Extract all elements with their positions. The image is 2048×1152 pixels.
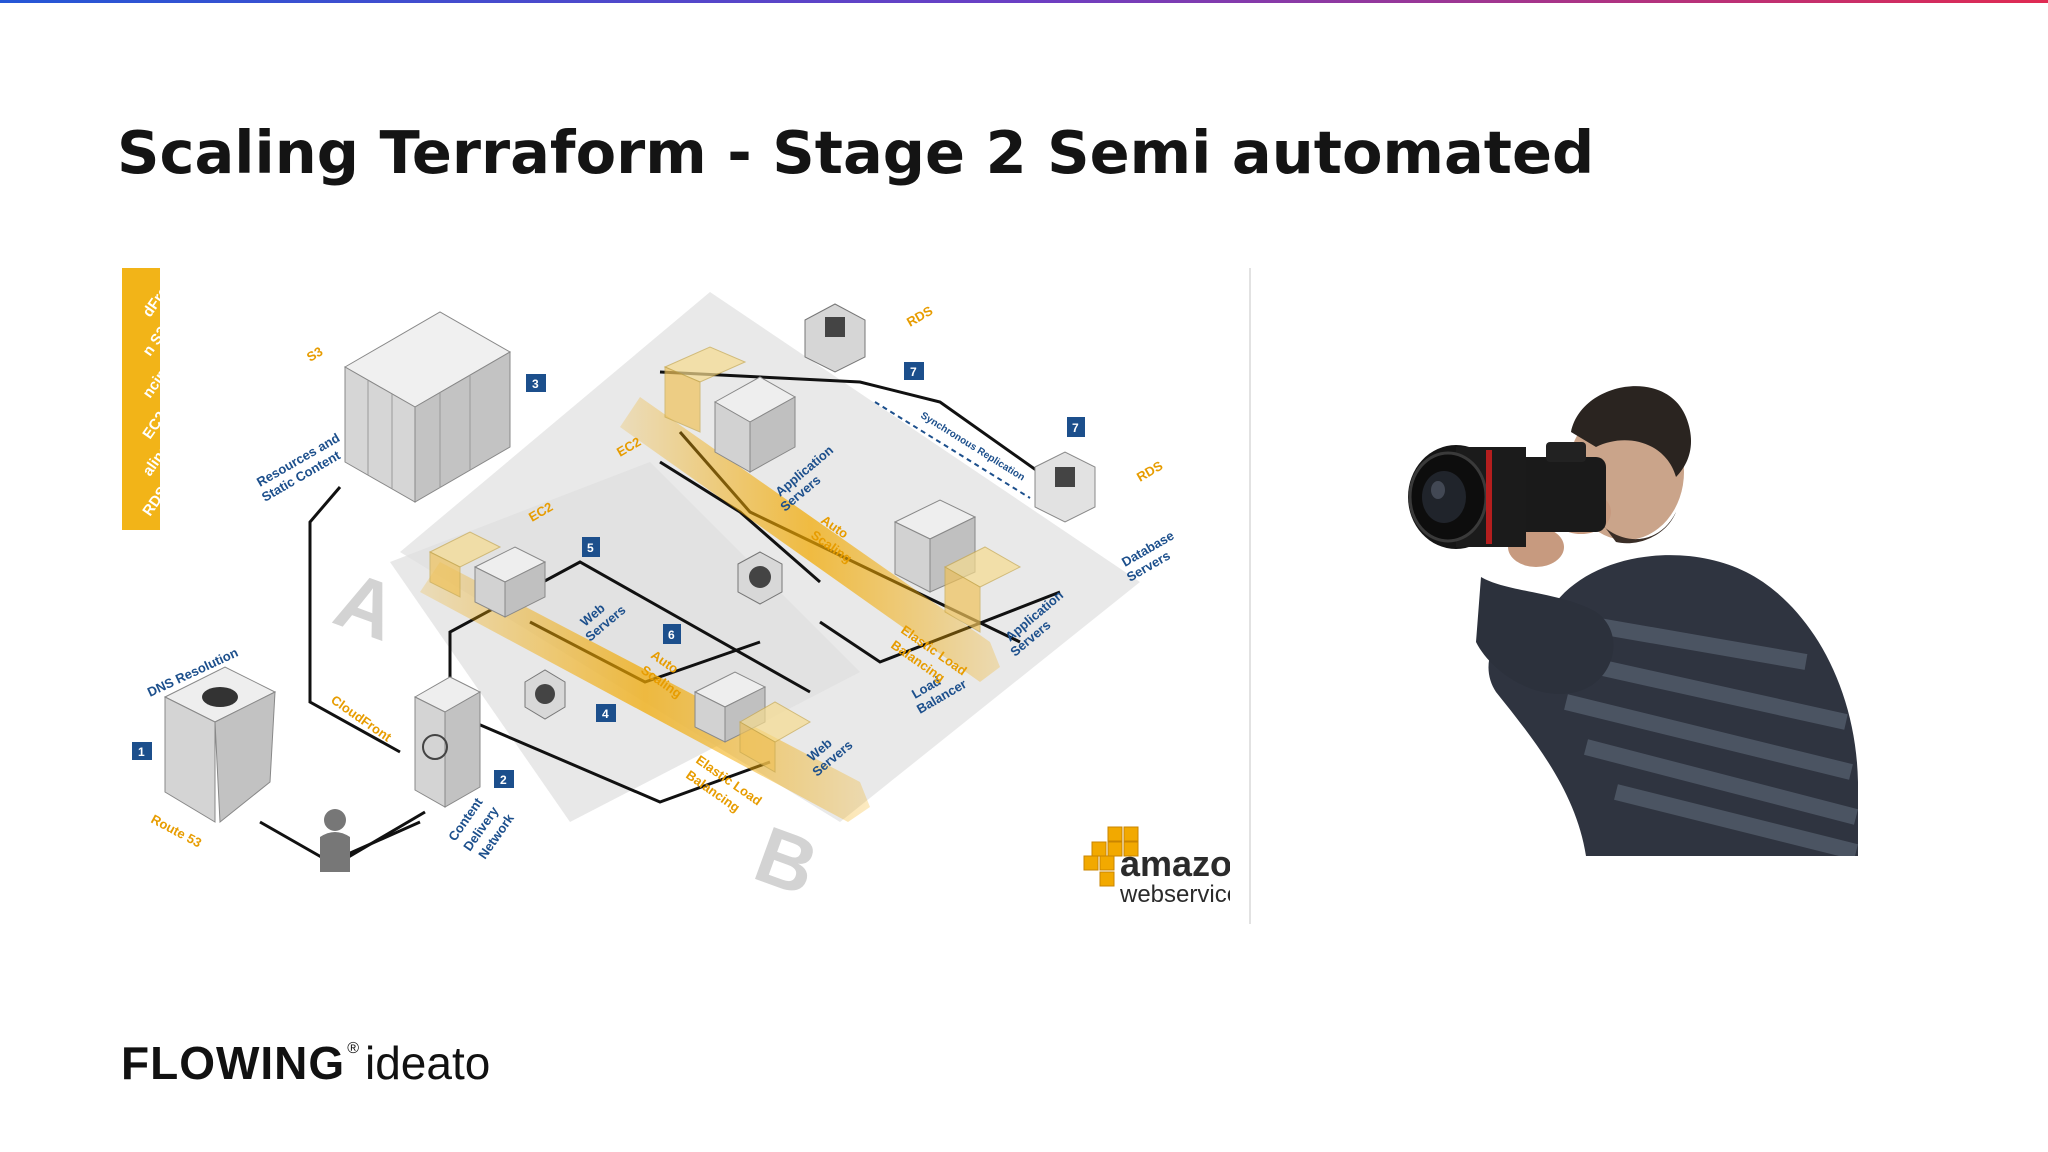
s3-block	[343, 311, 512, 503]
slide-title: Scaling Terraform - Stage 2 Semi automat…	[117, 118, 1595, 187]
rds-standby	[1034, 451, 1096, 523]
aws-logo-sub: webservices	[1119, 881, 1230, 902]
logo-brand: FLOWING	[121, 1037, 346, 1089]
vertical-divider	[1249, 268, 1251, 924]
marker-7b: 7	[1072, 421, 1079, 435]
app-servers-a	[663, 346, 797, 473]
aws-logo: amazon webservices	[1083, 826, 1230, 902]
label-rds-b: RDS	[1134, 458, 1166, 485]
step-markers: 1 2 3 4 5 6 7 7	[132, 362, 1085, 788]
app-servers-b	[893, 499, 1022, 633]
marker-2: 2	[500, 773, 507, 787]
label-s3: S3	[304, 344, 325, 365]
zone-b-label: B	[744, 809, 829, 902]
flowing-ideato-logo: FLOWING® ideato	[121, 1036, 491, 1089]
aws-architecture-diagram: RDS aling EC2 ncing n S3 dFront A B	[122, 268, 1230, 902]
web-servers-a	[428, 531, 547, 618]
sync-replication-arrow	[874, 401, 1031, 499]
marker-3: 3	[532, 377, 539, 391]
marker-4: 4	[602, 707, 609, 721]
auto-scaling-band-upper	[620, 397, 1000, 682]
elb-a	[524, 669, 566, 720]
label-rds-a: RDS	[904, 303, 936, 330]
label-route53: Route 53	[149, 811, 205, 850]
logo-registered-mark: ®	[347, 1040, 359, 1057]
marker-7a: 7	[910, 365, 917, 379]
top-accent-bar	[0, 0, 2048, 3]
web-servers-b	[693, 671, 812, 773]
user-figure	[320, 809, 350, 872]
marker-5: 5	[587, 541, 594, 555]
marker-1: 1	[138, 745, 145, 759]
photographer-photo	[1408, 386, 1859, 856]
side-tab-strip: RDS aling EC2 ncing n S3 dFront	[122, 268, 181, 530]
zone-a-label: A	[324, 554, 409, 657]
cloudfront-block	[413, 676, 482, 808]
aws-logo-word: amazon	[1120, 843, 1230, 884]
elb-b	[737, 551, 783, 605]
rds-master	[804, 303, 866, 373]
logo-brand-secondary: ideato	[364, 1037, 491, 1089]
marker-6: 6	[668, 628, 675, 642]
route53-block	[163, 666, 277, 824]
